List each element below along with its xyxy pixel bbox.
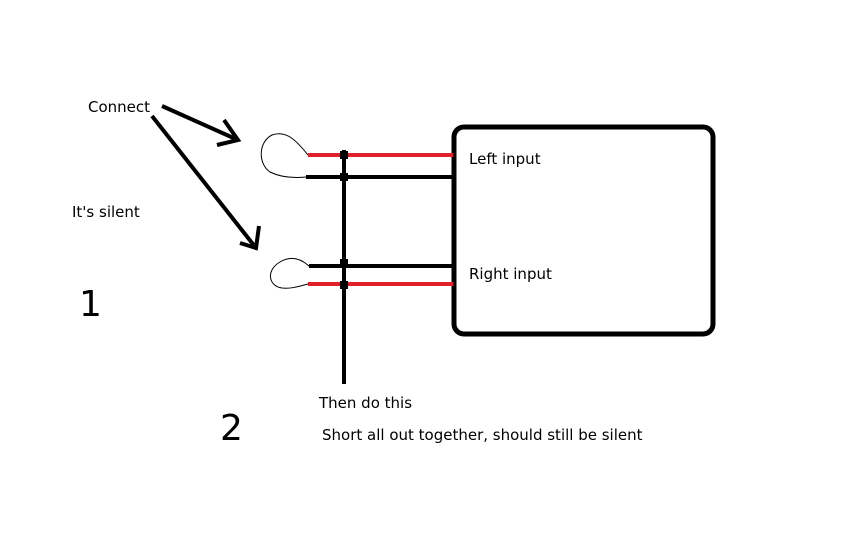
its-silent-label: It's silent [72, 203, 140, 221]
junction-dot [340, 173, 348, 181]
connect-arrowhead-lower [239, 225, 261, 251]
then-do-this-label: Then do this [318, 394, 412, 412]
right-input-label: Right input [469, 265, 552, 283]
left-input-label: Left input [469, 150, 541, 168]
junction-dot [340, 151, 348, 159]
step-2-label: 2 [220, 408, 243, 449]
input-device-box [451, 124, 716, 337]
left-connection-loop [260, 133, 309, 178]
step-1-label: 1 [79, 284, 102, 325]
right-connection-loop [270, 258, 310, 289]
short-all-label: Short all out together, should still be … [322, 426, 643, 444]
junction-dot [340, 281, 348, 289]
connect-label: Connect [88, 98, 150, 116]
connect-arrow-upper [161, 104, 239, 142]
connect-arrow-lower [150, 114, 258, 250]
junction-dot [340, 259, 348, 267]
connect-arrowhead-upper [216, 118, 242, 147]
